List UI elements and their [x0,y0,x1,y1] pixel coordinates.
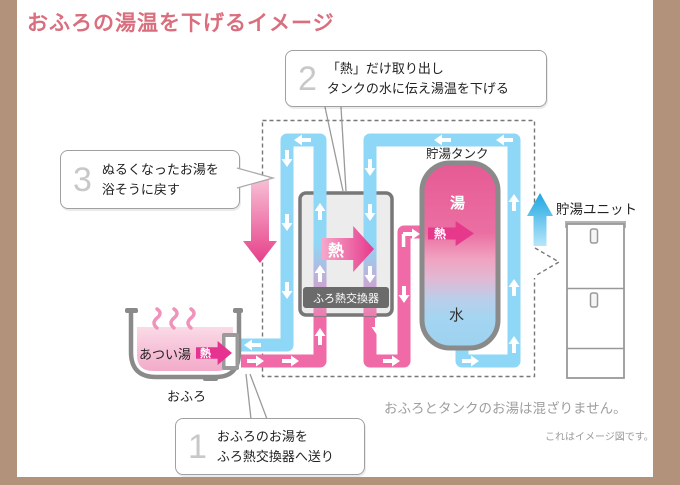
step2-number: 2 [298,59,317,98]
warm-return-down-arrow [243,177,277,263]
tank-cold-label: 水 [449,307,465,324]
bathtub [125,307,243,381]
dashed-pointer-to-unit [534,247,561,277]
no-mixing-note: おふろとタンクのお湯は混ざりません。 [384,401,627,416]
pipe-tank-feed [363,133,521,368]
callout-pointers [245,106,347,420]
flow-arrows [244,134,520,367]
page-title: おふろの湯温を下げるイメージ [27,12,335,35]
frame-right [653,0,680,485]
cold-water-pipes [241,133,521,368]
unit-body [566,223,625,379]
step1-text: おふろのお湯を ふろ熱交換器へ送り [216,429,334,464]
storage-unit-illustration [565,221,626,379]
unit-up-arrow [527,193,553,246]
unit-handle-bottom [589,292,599,308]
bath-label: おふろ [167,389,207,404]
bathtub-rim-left [125,308,138,313]
step1-number: 1 [188,427,207,466]
step3-number: 3 [73,160,92,199]
step2-text: 「熱」だけ取り出し タンクの水に伝え湯温を下げる [326,61,509,96]
hot-water-label: あつい湯 [139,347,192,362]
heat-exchanger-label: ふろ熱交換器 [303,287,389,308]
disclaimer-note: これはイメージ図です。 [545,432,654,443]
pipe-bath-return [241,133,327,352]
storage-tank-body [419,160,501,351]
storage-unit-label: 貯湯ユニット [556,202,637,217]
step3-pointer-tail [236,167,276,189]
bath-adapter-inner [225,337,236,366]
unit-handle-top [589,228,599,244]
steam-icon [152,307,196,330]
exchanger-left-pipe [313,190,327,316]
tank-hot-label: 湯 [450,195,466,212]
step3-text: ぬるくなったお湯を 浴そうに戻す [101,162,219,197]
frame-bottom [17,477,653,485]
storage-tank-label: 貯湯タンク [426,147,489,161]
frame-left [0,0,17,485]
step2-callout: 2 「熱」だけ取り出し タンクの水に伝え湯温を下げる [285,50,547,107]
step3-callout: 3 ぬるくなったお湯を 浴そうに戻す [60,150,240,209]
bath-water [137,327,233,371]
bathtub-rim-right [233,308,243,313]
bathtub-foot [203,375,218,381]
step1-callout: 1 おふろのお湯を ふろ熱交換器へ送り [175,418,365,475]
